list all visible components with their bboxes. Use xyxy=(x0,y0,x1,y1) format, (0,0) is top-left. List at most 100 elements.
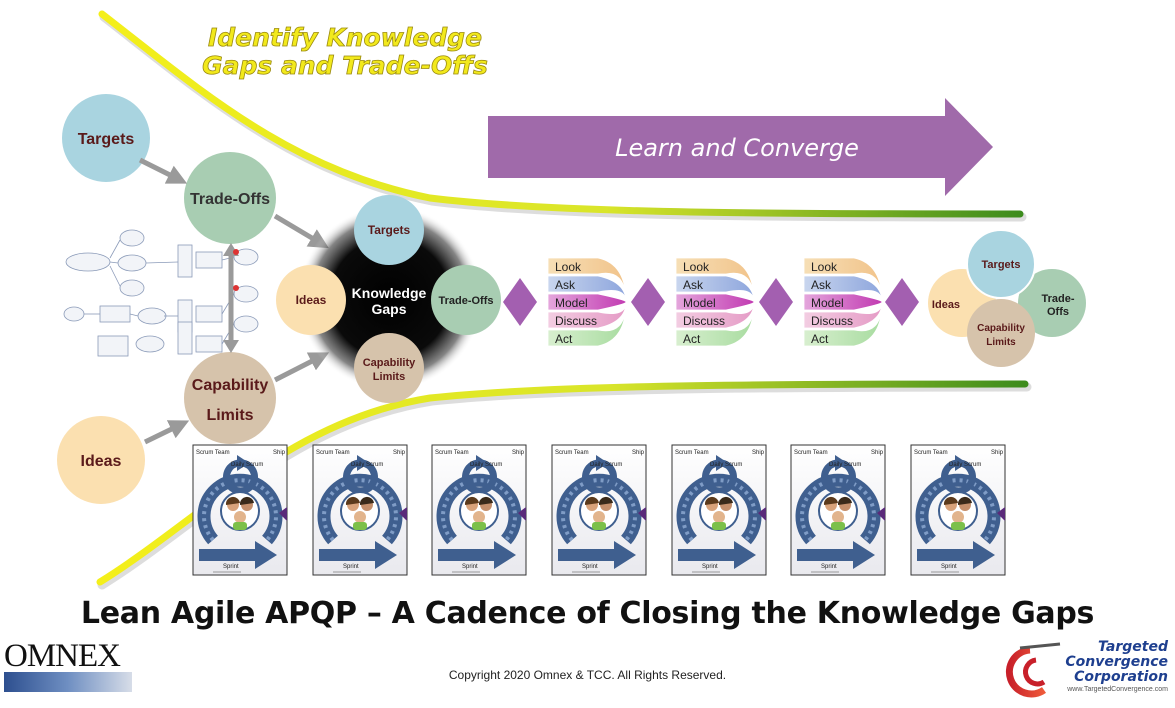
cycle-step-label: Discuss xyxy=(683,314,725,328)
cycle-step-label: Ask xyxy=(555,278,576,292)
sprint-label: Sprint xyxy=(462,564,478,570)
scrum-team-label: Scrum Team xyxy=(914,450,948,456)
scrum-team-label: Scrum Team xyxy=(555,450,589,456)
ideas-label: Ideas xyxy=(296,293,327,307)
cycle-diamond xyxy=(631,278,665,326)
arrow-targets-to-tradeoffs xyxy=(138,157,188,184)
copyright: Copyright 2020 Omnex & TCC. All Rights R… xyxy=(448,668,727,682)
capability-label-line2: Limits xyxy=(206,407,253,424)
cycle-diamond xyxy=(503,278,537,326)
arrow-ideas-to-capability xyxy=(143,420,190,445)
converged-capability-line2: Limits xyxy=(986,337,1016,348)
targets-circle xyxy=(62,94,150,182)
arrow-capability-to-gaps xyxy=(273,352,330,383)
cycle-step-band xyxy=(547,301,627,347)
cycle-diamond xyxy=(759,278,793,326)
daily-scrum-label: Daily Scrum xyxy=(949,462,981,468)
cycle-step-label: Look xyxy=(683,260,710,274)
cycle-step-label: Ask xyxy=(683,278,704,292)
converged-targets-label: Targets xyxy=(982,259,1021,271)
converged-capability-circle xyxy=(967,299,1035,367)
daily-scrum-label: Daily Scrum xyxy=(231,462,263,468)
ship-label: Ship xyxy=(632,450,645,456)
scrum-team-label: Scrum Team xyxy=(675,450,709,456)
learning-cycles: LookAskModelDiscussActLookAskModelDiscus… xyxy=(503,257,919,347)
capability-label-line2: Limits xyxy=(373,371,405,383)
cycle-step-label: Model xyxy=(811,296,844,310)
daily-scrum-label: Daily Scrum xyxy=(829,462,861,468)
converged-capability-line1: Capability xyxy=(977,323,1025,334)
converged-tradeoffs-line1: Trade- xyxy=(1041,293,1074,305)
flow-marker-red xyxy=(233,249,239,255)
tradeoffs-label: Trade-Offs xyxy=(438,295,493,307)
daily-scrum-label: Daily Scrum xyxy=(470,462,502,468)
funnel-upper-curve xyxy=(98,10,1024,218)
headline: Lean Agile APQP – A Cadence of Closing t… xyxy=(80,596,1095,631)
daily-scrum-label: Daily Scrum xyxy=(351,462,383,468)
knowledge-gaps-label-line2: Gaps xyxy=(371,301,406,317)
converged-ideas-label: Ideas xyxy=(932,299,960,311)
tcc-name-line2: Convergence xyxy=(1065,654,1168,670)
tradeoffs-label: Trade-Offs xyxy=(190,191,270,208)
cycle-step-label: Act xyxy=(811,332,829,346)
cycle-step-label: Look xyxy=(555,260,582,274)
tcc-name: Targeted Convergence Corporation xyxy=(1048,640,1168,685)
cycle-step-label: Discuss xyxy=(811,314,853,328)
knowledge-gaps-label-line1: Knowledge xyxy=(352,285,427,301)
ideas-label: Ideas xyxy=(81,453,122,470)
cycle-step-label: Act xyxy=(683,332,701,346)
cycle-step-label: Act xyxy=(555,332,573,346)
flow-marker-red xyxy=(233,285,239,291)
ship-label: Ship xyxy=(393,450,406,456)
cycle-step-label: Look xyxy=(811,260,838,274)
scrum-team-label: Scrum Team xyxy=(435,450,469,456)
ship-label: Ship xyxy=(273,450,286,456)
daily-scrum-label: Daily Scrum xyxy=(710,462,742,468)
sprint-label: Sprint xyxy=(702,564,718,570)
capability-circle xyxy=(354,333,424,403)
sprint-label: Sprint xyxy=(821,564,837,570)
tcc-url: www.TargetedConvergence.com xyxy=(1067,686,1168,693)
ship-label: Ship xyxy=(871,450,884,456)
scrum-team-label: Scrum Team xyxy=(316,450,350,456)
ideas-circle xyxy=(57,416,145,504)
omnex-globe-bar xyxy=(4,672,132,692)
capability-label-line1: Capability xyxy=(363,357,416,369)
scrum-team-label: Scrum Team xyxy=(196,450,230,456)
tradeoff-flow-diagram xyxy=(63,229,259,357)
cycle-step-label: Model xyxy=(555,296,588,310)
ideas-circle xyxy=(276,265,346,335)
sprint-label: Sprint xyxy=(941,564,957,570)
omnex-logo: OMNEX xyxy=(4,640,134,696)
converged-targets-circle xyxy=(966,229,1036,299)
cycle-step-band xyxy=(803,301,883,347)
daily-scrum-label: Daily Scrum xyxy=(590,462,622,468)
converged-tradeoffs-line2: Offs xyxy=(1047,306,1069,318)
ship-label: Ship xyxy=(991,450,1004,456)
tcc-name-line1: Targeted xyxy=(1098,639,1168,655)
double-arrow-bottom-head xyxy=(223,340,239,353)
cycle-diamond xyxy=(885,278,919,326)
tradeoffs-circle xyxy=(431,265,501,335)
capability-label-line1: Capability xyxy=(192,377,269,394)
ship-label: Ship xyxy=(512,450,525,456)
cycle-step-label: Discuss xyxy=(555,314,597,328)
omnex-wordmark: OMNEX xyxy=(4,638,121,674)
knowledge-gaps-glow xyxy=(298,206,482,390)
sprint-label: Sprint xyxy=(343,564,359,570)
targets-label: Targets xyxy=(368,223,411,237)
ship-label: Ship xyxy=(752,450,765,456)
capability-circle xyxy=(184,352,276,444)
converged-tradeoffs-circle xyxy=(1018,269,1086,337)
cycle-step-label: Ask xyxy=(811,278,832,292)
